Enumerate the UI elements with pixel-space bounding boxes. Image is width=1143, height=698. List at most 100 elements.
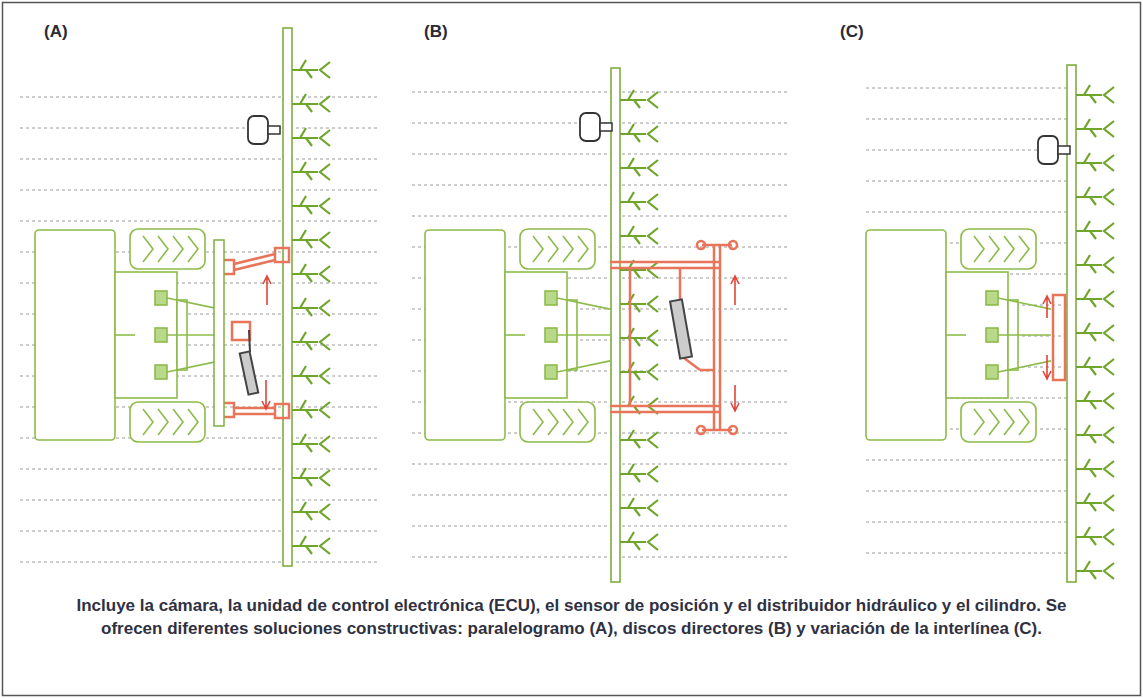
hitch-arm xyxy=(557,361,610,372)
wheel xyxy=(961,229,1036,269)
tread xyxy=(1019,236,1029,262)
tread xyxy=(533,409,543,435)
camera-lens xyxy=(1058,146,1070,154)
camera xyxy=(1038,136,1070,164)
camera-body xyxy=(248,116,268,144)
row-line xyxy=(866,460,1068,461)
tread xyxy=(548,236,558,262)
tool-bar xyxy=(283,28,292,566)
tread xyxy=(974,409,984,435)
plant xyxy=(1076,357,1114,375)
plant xyxy=(292,400,330,418)
plant xyxy=(292,502,330,520)
row-line xyxy=(412,216,790,217)
hitch-pin xyxy=(545,291,557,305)
row-line xyxy=(412,154,790,155)
hitch-pin xyxy=(986,328,998,342)
hitch-arm xyxy=(557,334,610,336)
camera-body xyxy=(580,113,600,141)
plant xyxy=(620,532,658,550)
hitch-arm xyxy=(167,298,220,309)
plant xyxy=(1076,255,1114,273)
axle xyxy=(505,334,525,336)
row-line xyxy=(20,500,378,501)
camera-lens xyxy=(600,123,612,131)
tread xyxy=(143,236,153,262)
row-line xyxy=(866,181,1068,182)
tread xyxy=(563,236,573,262)
plant xyxy=(1076,187,1114,205)
tread xyxy=(578,236,588,262)
tread xyxy=(1004,236,1014,262)
wheel xyxy=(520,402,595,442)
tread xyxy=(158,236,168,262)
row-line xyxy=(20,159,378,160)
tread xyxy=(533,236,543,262)
tread xyxy=(173,409,183,435)
plant xyxy=(1076,85,1114,103)
plant xyxy=(620,226,658,244)
plant xyxy=(292,94,330,112)
plant xyxy=(620,328,658,346)
mechanisms xyxy=(214,240,1065,434)
hitch-pin xyxy=(155,328,167,342)
wheel xyxy=(961,402,1036,442)
row-line xyxy=(20,562,378,563)
plant xyxy=(620,464,658,482)
hitch-pin xyxy=(986,365,998,379)
caption: Incluye la cámara, la unidad de control … xyxy=(50,594,1093,640)
camera xyxy=(248,116,280,144)
crop-row-lines xyxy=(20,88,1068,562)
row-line xyxy=(866,491,1068,492)
panel-label: (C) xyxy=(840,22,864,42)
row-line xyxy=(20,128,378,129)
row-line xyxy=(412,526,790,527)
plant xyxy=(620,124,658,142)
plant xyxy=(1076,323,1114,341)
tractor-body xyxy=(425,230,505,440)
axle xyxy=(946,334,966,336)
plant xyxy=(292,162,330,180)
plant xyxy=(292,536,330,554)
tractor xyxy=(35,229,220,442)
tractor-body xyxy=(35,230,115,440)
plant xyxy=(1076,391,1114,409)
hitch-arm xyxy=(167,361,220,372)
row-line xyxy=(20,531,378,532)
tractors xyxy=(35,229,1051,442)
tractor xyxy=(425,229,610,442)
plant xyxy=(620,498,658,516)
row-line xyxy=(412,92,790,93)
plant xyxy=(620,294,658,312)
row-line xyxy=(20,221,378,222)
plant xyxy=(292,434,330,452)
tread xyxy=(548,409,558,435)
plant xyxy=(620,192,658,210)
row-line xyxy=(412,464,790,465)
row-line xyxy=(412,185,790,186)
hitch-arm xyxy=(167,334,220,336)
plant xyxy=(292,264,330,282)
plant xyxy=(292,128,330,146)
tread xyxy=(158,409,168,435)
hitch-arm xyxy=(998,334,1051,336)
panel-label: (A) xyxy=(44,22,68,42)
frame xyxy=(3,3,1141,696)
tread xyxy=(974,236,984,262)
hitch-pin xyxy=(545,365,557,379)
hitch-arm xyxy=(557,298,610,309)
plant xyxy=(1076,425,1114,443)
tractor xyxy=(866,229,1051,442)
camera-body xyxy=(1038,136,1058,164)
row-line xyxy=(412,557,790,558)
hitch-arm xyxy=(998,361,1051,372)
row-line xyxy=(412,495,790,496)
row-line xyxy=(866,522,1068,523)
hitch-pin xyxy=(155,291,167,305)
plant xyxy=(1076,119,1114,137)
wheel xyxy=(130,229,205,269)
wheel xyxy=(130,402,205,442)
row-line xyxy=(866,553,1068,554)
hitch-pin xyxy=(545,328,557,342)
plant xyxy=(1076,289,1114,307)
